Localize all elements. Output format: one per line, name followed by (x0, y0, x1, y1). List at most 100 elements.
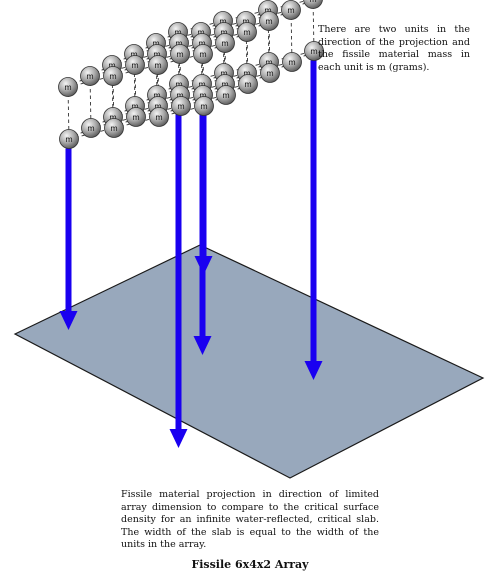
unit-mass-label: m (199, 50, 206, 59)
unit-mass-label: m (266, 69, 273, 78)
fissile-unit: m (170, 44, 190, 64)
unit-mass-label: m (176, 91, 183, 100)
unit-mass-label: m (198, 39, 205, 48)
unit-mass-label: m (87, 124, 94, 133)
unit-mass-label: m (243, 28, 250, 37)
unit-mass-label: m (154, 61, 161, 70)
fissile-unit: m (194, 96, 214, 116)
fissile-units: mmmmmmmmmmmmmmmmmmmmmmmmmmmmmmmmmmmmmmmm… (58, 0, 324, 149)
unit-mass-label: m (221, 80, 228, 89)
unit-mass-label: m (200, 102, 207, 111)
unit-mass-label: m (197, 28, 204, 37)
fissile-unit: m (125, 55, 145, 75)
unit-mass-label: m (220, 69, 227, 78)
fissile-unit: m (281, 0, 301, 20)
unit-mass-label: m (65, 135, 72, 144)
unit-sphere (81, 118, 101, 138)
unit-sphere (303, 0, 323, 9)
fissile-unit: m (149, 107, 169, 127)
unit-mass-label: m (287, 6, 294, 15)
unit-sphere (260, 63, 280, 83)
unit-sphere (237, 22, 257, 42)
fissile-unit: m (58, 77, 78, 97)
unit-sphere (104, 118, 124, 138)
unit-mass-label: m (152, 39, 159, 48)
unit-mass-label: m (109, 72, 116, 81)
fissile-unit: m (215, 33, 235, 53)
unit-sphere (171, 96, 191, 116)
unit-mass-label: m (310, 47, 317, 56)
unit-mass-label: m (242, 17, 249, 26)
unit-mass-label: m (243, 69, 250, 78)
unit-mass-label: m (222, 91, 229, 100)
unit-mass-label: m (86, 72, 93, 81)
unit-mass-label: m (108, 61, 115, 70)
unit-sphere (216, 85, 236, 105)
unit-mass-label: m (131, 102, 138, 111)
unit-mass-label: m (130, 50, 137, 59)
unit-mass-label: m (176, 50, 183, 59)
projection-arrow-head (304, 361, 323, 380)
unit-mass-label: m (155, 113, 162, 122)
fissile-unit: m (259, 11, 279, 31)
unit-mass-label: m (265, 58, 272, 67)
fissile-unit: m (304, 41, 324, 61)
unit-mass-label: m (177, 102, 184, 111)
unit-mass-label: m (131, 61, 138, 70)
fissile-unit: m (80, 66, 100, 86)
unit-sphere (194, 96, 214, 116)
unit-sphere (59, 129, 79, 149)
unit-mass-label: m (153, 50, 160, 59)
projection-arrow-head (169, 429, 188, 448)
unit-mass-label: m (109, 113, 116, 122)
unit-mass-label: m (174, 28, 181, 37)
unit-sphere (193, 44, 213, 64)
fissile-unit: m (282, 52, 302, 72)
unit-mass-label: m (221, 39, 228, 48)
unit-mass-label: m (132, 113, 139, 122)
unit-sphere (125, 55, 145, 75)
figure-caption: Fissile 6x4x2 Array (191, 558, 309, 571)
projection-arrows (59, 60, 323, 448)
unit-sphere (259, 11, 279, 31)
unit-sphere (149, 107, 169, 127)
unit-mass-label: m (154, 102, 161, 111)
unit-sphere (58, 77, 78, 97)
fissile-unit: m (216, 85, 236, 105)
unit-mass-label: m (110, 124, 117, 133)
unit-sphere (80, 66, 100, 86)
unit-mass-label: m (64, 83, 71, 92)
fissile-unit: m (103, 66, 123, 86)
unit-mass-label: m (219, 17, 226, 26)
fissile-unit: m (126, 107, 146, 127)
unit-sphere (304, 41, 324, 61)
unit-mass-label: m (198, 80, 205, 89)
fissile-unit: m (148, 55, 168, 75)
unit-mass-label: m (244, 80, 251, 89)
fissile-unit: m (193, 44, 213, 64)
fissile-unit: m (303, 0, 323, 9)
projection-arrow-head (193, 336, 212, 355)
unit-sphere (170, 44, 190, 64)
fissile-unit: m (260, 63, 280, 83)
fissile-unit: m (104, 118, 124, 138)
fissile-unit: m (59, 129, 79, 149)
unit-sphere (126, 107, 146, 127)
unit-mass-label: m (175, 80, 182, 89)
projection-note: Fissile material projection in direction… (121, 489, 379, 550)
unit-mass-label: m (175, 39, 182, 48)
unit-sphere (215, 33, 235, 53)
unit-mass-label: m (288, 58, 295, 67)
unit-mass-label: m (309, 0, 316, 4)
unit-mass-label: m (153, 91, 160, 100)
unit-sphere (148, 55, 168, 75)
unit-mass-label: m (220, 28, 227, 37)
unit-mass-label: m (264, 6, 271, 15)
fissile-unit: m (171, 96, 191, 116)
unit-sphere (103, 66, 123, 86)
unit-sphere (238, 74, 258, 94)
unit-mass-label: m (265, 17, 272, 26)
fissile-unit: m (237, 22, 257, 42)
unit-mass-label: m (199, 91, 206, 100)
